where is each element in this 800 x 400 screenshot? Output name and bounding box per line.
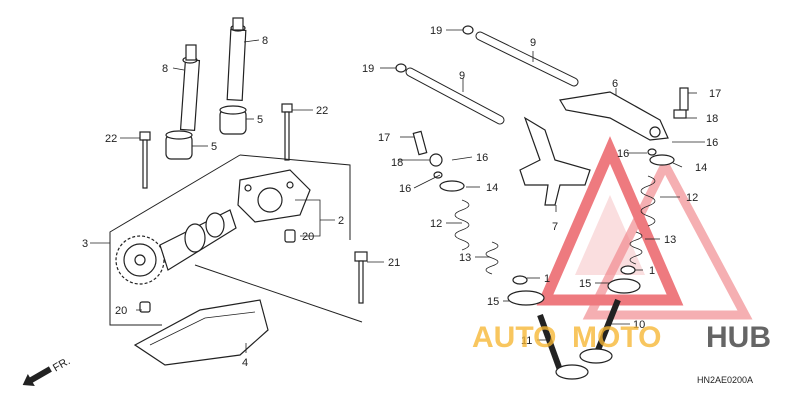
pushrod-9-lower: [405, 67, 505, 125]
callout-19-upper: 19: [430, 25, 442, 37]
callout-14-left: 14: [486, 182, 498, 194]
collar-5-lower: [165, 130, 193, 160]
callout-21: 21: [388, 257, 400, 269]
callout-18-right: 18: [706, 113, 718, 125]
callout-17-left: 17: [378, 132, 390, 144]
callout-14-right: 14: [695, 162, 707, 174]
callout-18-left: 18: [391, 157, 403, 169]
callout-19-lower: 19: [362, 63, 374, 75]
bolt-22-left: [139, 131, 151, 189]
watermark-logo: AUTO MOTO HUB: [472, 321, 771, 354]
callout-5-upper: 5: [257, 114, 263, 126]
adjuster-17-right: [673, 87, 689, 119]
callout-3: 3: [82, 238, 88, 250]
callout-20-lower: 20: [115, 305, 127, 317]
callout-labels: 8 8 5 5 22 22 2 20 3 20 21 4 19 9 19 9 6…: [82, 25, 721, 369]
callout-16-right-lower: 16: [617, 148, 629, 160]
callout-16-left-upper: 16: [476, 152, 488, 164]
callout-9-lower: 9: [459, 70, 465, 82]
callout-13-right: 13: [664, 234, 676, 246]
callout-8-left: 8: [162, 63, 168, 75]
frame-3: [109, 154, 241, 326]
callout-17-right: 17: [709, 88, 721, 100]
callout-8-right: 8: [262, 35, 268, 47]
callout-16-right-upper: 16: [706, 137, 718, 149]
callout-12-right: 12: [686, 192, 698, 204]
callout-5-lower: 5: [211, 141, 217, 153]
valve-stack-right: [579, 148, 675, 364]
frame-2: [239, 154, 351, 240]
valve-stack-left: [433, 171, 589, 380]
watermark-text-auto: AUTO: [472, 321, 556, 354]
callout-20-upper: 20: [302, 231, 314, 243]
cam-cover: [133, 299, 269, 366]
pushrod-9-upper: [475, 31, 579, 87]
callout-9-upper: 9: [530, 37, 536, 49]
tube-8-right: [226, 17, 247, 102]
leader-lines: [90, 29, 705, 353]
callout-16-left-lower: 16: [399, 183, 411, 195]
collar-5-upper: [219, 105, 247, 135]
callout-1-left: 1: [544, 273, 550, 285]
frame-diag: [194, 264, 363, 323]
camshaft: [115, 209, 237, 313]
front-label: FR.: [51, 355, 72, 374]
callout-12-left: 12: [430, 218, 442, 230]
oring-19-lower: [395, 63, 407, 73]
callout-15-right: 15: [579, 278, 591, 290]
callout-1-right: 1: [649, 265, 655, 277]
drawing-code: HN2AE0200A: [697, 375, 753, 385]
callout-4: 4: [242, 357, 248, 369]
callout-13-left: 13: [459, 252, 471, 264]
callout-11: 11: [521, 335, 532, 347]
front-arrow: FR.: [22, 355, 72, 387]
callout-7: 7: [552, 221, 558, 233]
tube-8-left: [179, 44, 201, 132]
watermark-triangles: [536, 136, 753, 320]
callout-10: 10: [633, 319, 645, 331]
rocker-arm-6: [559, 91, 669, 141]
callout-6: 6: [612, 78, 618, 90]
oring-19-upper: [462, 25, 474, 35]
watermark-text-moto: MOTO: [572, 321, 661, 354]
callout-2: 2: [338, 215, 344, 227]
callout-22-right: 22: [316, 105, 328, 117]
rocker-arm-7: [519, 116, 591, 206]
adjuster-17-left: [412, 130, 443, 167]
camshaft-holder: [237, 169, 311, 243]
bolt-22-right: [281, 103, 293, 161]
callout-15-left: 15: [487, 296, 499, 308]
callout-22-left: 22: [105, 133, 117, 145]
watermark-text-hub: HUB: [706, 321, 771, 354]
bolt-21: [354, 251, 368, 304]
